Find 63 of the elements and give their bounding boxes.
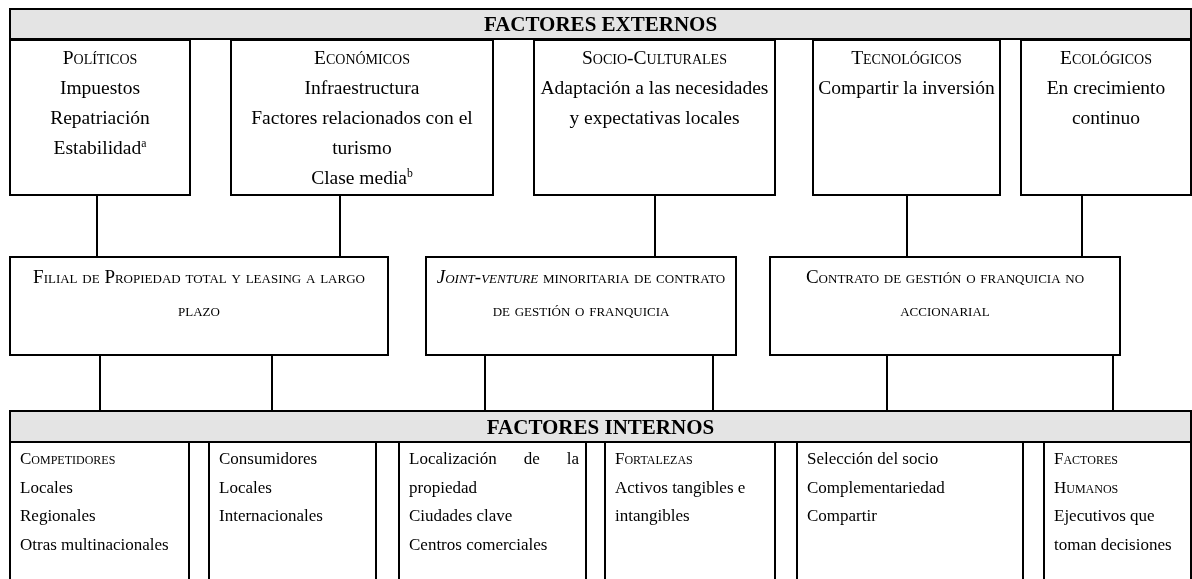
internal-factor-box: [796, 441, 1024, 579]
factor-text: Consumidores: [219, 448, 319, 470]
factor-text: Compartir: [807, 505, 878, 527]
factor-text: Ejecutivos que toman decisiones: [1054, 505, 1173, 556]
internal-factor-box: [9, 441, 190, 579]
factor-text: Compartir la inversión: [818, 76, 995, 100]
connector-line: [712, 354, 714, 412]
factor-text: Ciudades clave: [409, 505, 514, 527]
factor-text: Selección del socio: [807, 448, 940, 470]
external-factor-box: [533, 39, 776, 196]
factor-heading: Factores Humanos: [1054, 448, 1120, 499]
entry-mode-label: Filial de Propiedad total y leasing a largo plazo: [32, 265, 366, 322]
factor-text: Factores relacionados con el turismo: [250, 106, 474, 160]
connector-line: [339, 194, 341, 258]
factor-text: Locales: [219, 476, 273, 499]
connector-line: [1081, 194, 1083, 258]
factor-text: Estabilidad$^{a}$: [53, 135, 147, 160]
factor-heading: Competidores: [20, 448, 117, 470]
internal-factor-box: [398, 441, 587, 579]
factor-text: Adaptación a las necesidades y expectativas locales: [539, 76, 770, 130]
connector-line: [271, 354, 273, 412]
factor-text: En crecimiento continuo: [1045, 76, 1167, 130]
entry-mode-label: Joint-venture minoritaria de contrato de gestión o franquicia: [435, 265, 727, 322]
factor-heading: Políticos: [62, 46, 138, 70]
factor-heading: Económicos: [314, 46, 410, 70]
entry-mode-box: [9, 256, 389, 356]
factor-text: Clase media$^{b}$: [311, 165, 413, 190]
connector-line: [906, 194, 908, 258]
factor-text: Localización de la propiedad: [409, 448, 579, 499]
factor-heading: Fortalezas: [615, 448, 694, 470]
factor-text: Locales: [20, 476, 74, 499]
connector-line: [886, 354, 888, 412]
factor-text: Impuestos: [59, 76, 141, 100]
factor-text: Activos tangibles e intangibles: [615, 476, 747, 527]
section-header: FACTORES INTERNOS: [486, 413, 715, 440]
factor-text: Complementariedad: [807, 476, 946, 499]
connector-line: [96, 194, 98, 258]
connector-line: [99, 354, 101, 412]
entry-mode-box: [769, 256, 1121, 356]
external-factor-box: [9, 39, 191, 196]
connector-line: [654, 194, 656, 258]
factor-heading: Socio-Culturales: [582, 46, 727, 70]
factor-text: Regionales: [20, 505, 97, 527]
entry-mode-label: Contrato de gestión o franquicia no accionarial: [804, 265, 1086, 322]
external-factor-box: [230, 39, 494, 196]
internal-factor-box: [1043, 441, 1192, 579]
factor-text: Centros comerciales: [409, 533, 549, 556]
factor-text: Repatriación: [50, 106, 150, 130]
external-factor-box: [1020, 39, 1192, 196]
section-header-band: [9, 8, 1192, 40]
connector-line: [1112, 354, 1114, 412]
internal-factor-box: [208, 441, 377, 579]
connector-line: [484, 354, 486, 412]
factor-heading: Tecnológicos: [851, 46, 962, 70]
factor-heading: Ecológicos: [1060, 46, 1152, 70]
factor-text: Otras multinacionales: [20, 533, 170, 556]
internal-factor-box: [604, 441, 776, 579]
factor-text: Internacionales: [219, 505, 324, 527]
section-header-band: [9, 410, 1192, 443]
entry-mode-box: [425, 256, 737, 356]
factor-text: Infraestructura: [304, 76, 420, 100]
external-factor-box: [812, 39, 1001, 196]
section-header: FACTORES EXTERNOS: [483, 11, 718, 37]
